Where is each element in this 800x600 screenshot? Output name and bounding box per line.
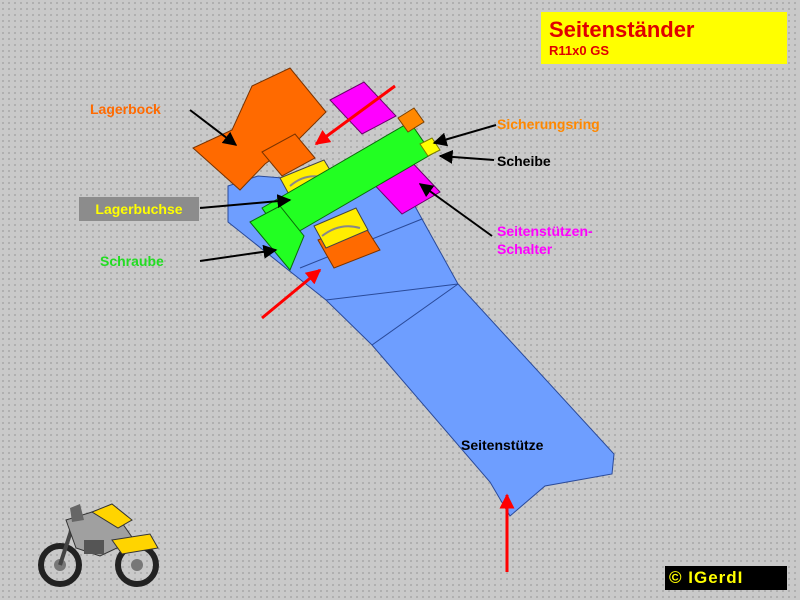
title-box: Seitenständer R11x0 GS	[541, 12, 787, 64]
label-lagerbuchse: Lagerbuchse	[79, 197, 199, 221]
label-sicherungsring: Sicherungsring	[497, 116, 600, 132]
sicherungsring-shape	[397, 107, 425, 133]
label-arrows	[189, 109, 497, 262]
label-scheibe: Scheibe	[497, 153, 551, 169]
page-title: Seitenständer	[549, 17, 695, 42]
label-schalter-line1: Seitenstützen-	[497, 223, 593, 239]
motorcycle-illustration	[38, 503, 159, 587]
force-arrows	[261, 84, 515, 572]
label-seitenstuetze: Seitenstütze	[461, 437, 544, 453]
label-schraube: Schraube	[100, 253, 164, 269]
schraube-shape	[249, 121, 433, 271]
label-schalter-line2: Schalter	[497, 241, 553, 257]
page-subtitle: R11x0 GS	[549, 43, 609, 58]
copyright-badge: © IGerdI	[665, 566, 787, 590]
label-lagerbock: Lagerbock	[90, 101, 161, 117]
